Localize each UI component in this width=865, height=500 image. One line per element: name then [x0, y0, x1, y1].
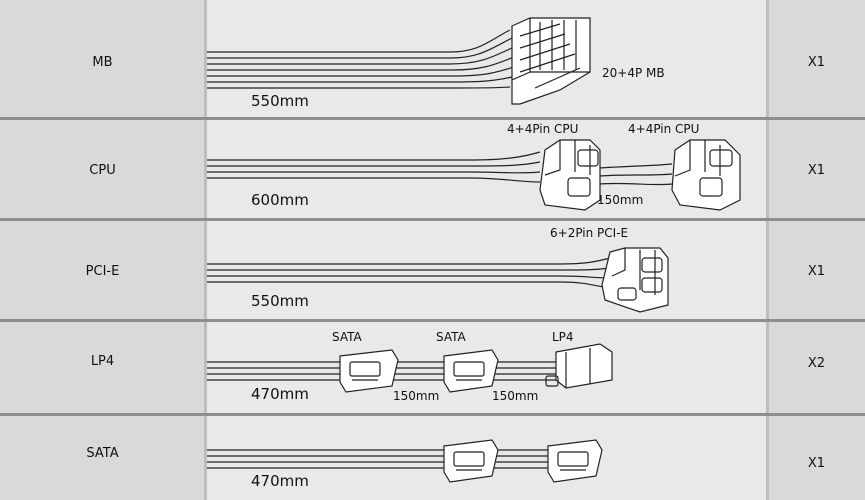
row-name-mb: MB: [92, 55, 113, 70]
lp4-connector: [545, 343, 613, 389]
row-name-pcie: PCI-E: [85, 264, 120, 279]
row-qty-pcie: X1: [807, 264, 826, 279]
row-qty-mb: X1: [807, 55, 826, 70]
sata-cable: [207, 449, 560, 469]
length-cpu: 600mm: [251, 191, 309, 209]
mb-cable: [207, 29, 515, 89]
row-divider: [0, 218, 865, 221]
sata-connector-2: [443, 349, 499, 393]
label-sata-2: SATA: [436, 330, 466, 344]
mb-connector: [511, 17, 591, 105]
cpu-connector-2: [671, 139, 741, 211]
row-qty-lp4: X2: [807, 356, 826, 371]
row-divider: [0, 413, 865, 416]
length-mb: 550mm: [251, 92, 309, 110]
cpu-connector-1: [539, 139, 601, 211]
label-20-4p-mb: 20+4P MB: [602, 66, 665, 80]
row-name-cpu: CPU: [89, 163, 116, 178]
row-divider: [0, 117, 865, 120]
label-cpu-2: 4+4Pin CPU: [628, 122, 700, 136]
label-cpu-1: 4+4Pin CPU: [507, 122, 579, 136]
sata-connector-1: [339, 349, 399, 393]
label-pcie: 6+2Pin PCI-E: [550, 226, 629, 240]
length-pcie: 550mm: [251, 292, 309, 310]
row-name-sata: SATA: [86, 446, 119, 461]
label-sata-1: SATA: [332, 330, 362, 344]
cpu-cable: [207, 151, 673, 186]
pcie-cable: [207, 257, 611, 289]
row-qty-cpu: X1: [807, 163, 826, 178]
column-divider: [766, 0, 769, 500]
label-lp4: LP4: [552, 330, 574, 344]
label-cpu-150mm: 150mm: [597, 193, 644, 207]
row-divider: [0, 319, 865, 322]
pcie-connector: [601, 247, 669, 313]
row-qty-sata: X1: [807, 456, 826, 471]
label-lp4-150mm-1: 150mm: [393, 389, 440, 403]
length-lp4: 470mm: [251, 385, 309, 403]
column-divider: [204, 0, 207, 500]
label-lp4-150mm-2: 150mm: [492, 389, 539, 403]
sata-connector-4: [547, 439, 603, 483]
sata-connector-3: [443, 439, 499, 483]
length-sata: 470mm: [251, 472, 309, 490]
row-name-lp4: LP4: [90, 354, 115, 369]
